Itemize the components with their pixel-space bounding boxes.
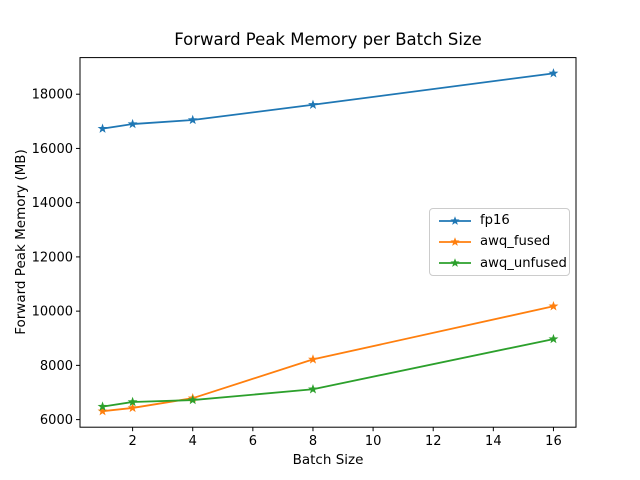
x-tick-label: 12: [425, 434, 442, 449]
series-line-awq_unfused: [101, 338, 555, 408]
series-marker-awq_fused: [97, 406, 108, 416]
legend-label-fp16: fp16: [480, 213, 510, 229]
series-marker-fp16: [127, 118, 138, 129]
legend-line-sample-fp16: [439, 215, 471, 225]
series-line-fp16: [101, 72, 555, 130]
y-tick-label: 18000: [32, 88, 73, 103]
axes-spines: [79, 57, 577, 428]
y-tick-label: 10000: [32, 305, 73, 320]
y-tick-label: 8000: [40, 359, 73, 374]
legend-label-awq_fused: awq_fused: [480, 234, 551, 250]
chart-title: Forward Peak Memory per Batch Size: [174, 30, 482, 49]
y-axis-label: Forward Peak Memory (MB): [13, 149, 29, 335]
y-tick-label: 6000: [40, 413, 73, 428]
x-tick-label: 14: [485, 434, 502, 449]
series-marker-awq_unfused: [127, 396, 138, 407]
series-marker-awq_unfused: [187, 394, 198, 405]
star-marker-icon: [450, 215, 460, 225]
series-line-awq_fused: [101, 305, 555, 413]
x-axis-label: Batch Size: [292, 452, 364, 468]
legend-label-awq_unfused: awq_unfused: [480, 255, 567, 271]
x-tick-label: 2: [128, 434, 136, 449]
legend-line-sample-awq_fused: [439, 237, 471, 246]
legend-item-awq_unfused: awq_unfused: [438, 253, 567, 274]
legend-line-sample-awq_unfused: [439, 258, 471, 268]
x-tick-label: 16: [545, 434, 562, 449]
legend-item-fp16: fp16: [438, 210, 563, 231]
x-tick-label: 4: [189, 434, 197, 449]
x-tick-label: 8: [309, 434, 317, 449]
y-tick-label: 12000: [32, 250, 73, 265]
series-marker-fp16: [308, 99, 318, 109]
series-marker-fp16: [97, 123, 108, 133]
x-tick-label: 10: [365, 434, 382, 449]
x-tick-label: 6: [249, 434, 257, 449]
legend-item-awq_fused: awq_fused: [438, 231, 563, 252]
y-tick-label: 14000: [32, 196, 73, 211]
series-marker-awq_unfused: [548, 333, 559, 344]
y-tick-label: 16000: [32, 142, 73, 157]
series-marker-fp16: [548, 68, 559, 78]
series-marker-awq_fused: [308, 354, 318, 364]
series-marker-awq_unfused: [97, 401, 108, 411]
series-marker-awq_fused: [127, 402, 138, 413]
star-marker-icon: [450, 237, 460, 246]
series-marker-awq_fused: [548, 301, 559, 311]
legend: fp16 awq_fused awq_unfused: [429, 208, 570, 276]
series-marker-fp16: [187, 114, 198, 125]
star-marker-icon: [450, 258, 460, 268]
series-marker-awq_unfused: [308, 384, 318, 394]
